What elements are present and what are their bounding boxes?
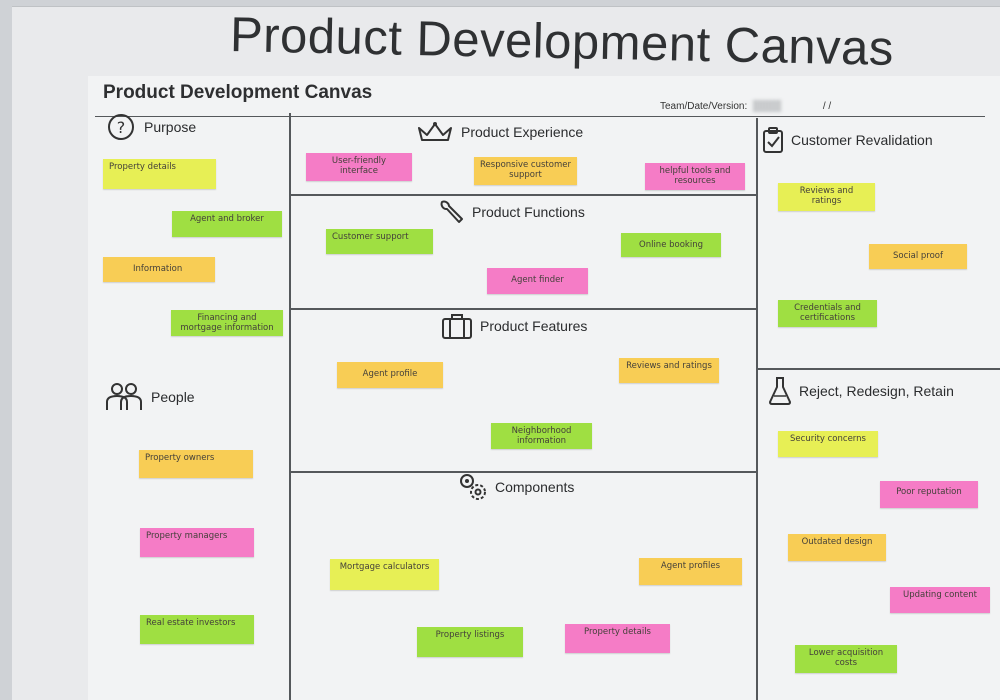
sticky-note[interactable]: Reviews and ratings [778, 183, 875, 211]
section-product-functions-label: Product Functions [472, 204, 585, 220]
meta-value-blurred: ████ [750, 101, 821, 112]
sticky-note-text: Lower acquisition costs [808, 648, 884, 668]
section-purpose-label: Purpose [144, 119, 197, 135]
svg-text:?: ? [117, 118, 126, 137]
sticky-note[interactable]: Agent and broker [172, 211, 282, 237]
divider-functions [290, 308, 756, 310]
sticky-note-text: Responsive customer support [480, 160, 571, 180]
divider-experience [290, 194, 756, 196]
section-purpose: ? Purpose [105, 113, 196, 141]
sticky-note[interactable]: Property owners [139, 450, 253, 478]
sticky-note-text: Poor reputation [896, 487, 962, 497]
divider-revalidation [757, 368, 1000, 370]
section-people-label: People [151, 389, 195, 405]
section-reject-redesign-retain: Reject, Redesign, Retain [768, 376, 954, 406]
sticky-note-text: Online booking [639, 240, 703, 250]
sticky-note-text: Credentials and certifications [794, 303, 861, 323]
section-components: Components [458, 472, 574, 502]
sticky-note-text: Agent profiles [660, 561, 721, 571]
section-product-features-label: Product Features [480, 318, 588, 334]
sticky-note[interactable]: Outdated design [788, 534, 886, 561]
section-product-features: Product Features [441, 312, 587, 340]
sticky-note[interactable]: Customer support [326, 229, 433, 254]
sticky-note[interactable]: helpful tools and resources [645, 163, 745, 190]
briefcase-icon [442, 314, 472, 339]
sticky-note-text: Reviews and ratings [626, 361, 712, 371]
sticky-note[interactable]: Property details [565, 624, 670, 653]
section-product-experience: Product Experience [416, 120, 583, 144]
sticky-note-text: Security concerns [790, 434, 866, 444]
section-customer-revalidation: Customer Revalidation [762, 126, 933, 154]
sticky-note[interactable]: Mortgage calculators [330, 559, 439, 590]
sticky-note-text: Social proof [893, 251, 943, 261]
team-date-version: Team/Date/Version: ████ / / [660, 101, 831, 112]
sticky-note-text: Financing and mortgage information [180, 313, 274, 333]
sticky-note[interactable]: Poor reputation [880, 481, 978, 508]
sticky-note[interactable]: Credentials and certifications [778, 300, 877, 327]
divider-left [289, 113, 291, 700]
flask-icon [769, 377, 791, 405]
sticky-note[interactable]: User-friendly interface [306, 153, 412, 181]
sticky-note-text: Property details [584, 627, 651, 637]
wrench-icon [440, 200, 463, 223]
sticky-note[interactable]: Reviews and ratings [619, 358, 719, 383]
sticky-note[interactable]: Information [103, 257, 215, 282]
divider-top [95, 116, 985, 117]
section-people: People [104, 382, 195, 412]
sticky-note-text: Agent profile [362, 369, 418, 379]
sticky-note-text: Neighborhood information [511, 426, 572, 446]
sticky-note[interactable]: Agent finder [487, 268, 588, 294]
sticky-note-text: Agent finder [511, 275, 564, 285]
sticky-note[interactable]: Lower acquisition costs [795, 645, 897, 673]
sticky-note-text: Updating content [903, 590, 977, 600]
sticky-note-text: Property listings [435, 630, 505, 640]
sticky-note[interactable]: Responsive customer support [474, 157, 577, 185]
sticky-note-text: Property managers [146, 531, 228, 541]
divider-right [756, 118, 758, 700]
question-circle-icon: ? [108, 114, 134, 140]
crown-icon [418, 122, 452, 141]
sticky-note[interactable]: Property details [103, 159, 216, 189]
sticky-note[interactable]: Online booking [621, 233, 721, 257]
sticky-note[interactable]: Real estate investors [140, 615, 254, 644]
section-product-functions: Product Functions [437, 198, 585, 226]
sticky-note-text: Property details [109, 162, 176, 172]
sticky-note[interactable]: Social proof [869, 244, 967, 269]
divider-features [290, 471, 756, 473]
section-components-label: Components [495, 479, 575, 495]
sticky-note-text: helpful tools and resources [659, 166, 731, 186]
section-reject-redesign-retain-label: Reject, Redesign, Retain [799, 383, 954, 399]
sticky-note[interactable]: Financing and mortgage information [171, 310, 283, 336]
sticky-note[interactable]: Agent profiles [639, 558, 742, 585]
sticky-note-text: Mortgage calculators [339, 562, 430, 572]
meta-separators: / / [822, 101, 832, 112]
section-customer-revalidation-label: Customer Revalidation [791, 132, 933, 148]
checklist-icon [763, 127, 783, 153]
sticky-note[interactable]: Neighborhood information [491, 423, 592, 449]
sticky-note[interactable]: Property managers [140, 528, 254, 557]
meta-label: Team/Date/Version: [660, 101, 748, 112]
sticky-note[interactable]: Agent profile [337, 362, 443, 388]
sticky-note-text: Reviews and ratings [799, 186, 854, 206]
sticky-note-text: Customer support [332, 232, 409, 242]
sticky-note-text: Agent and broker [190, 214, 264, 224]
canvas-title: Product Development Canvas [103, 82, 373, 103]
sticky-note-text: Information [133, 264, 183, 274]
sticky-note-text: Outdated design [801, 537, 873, 547]
sticky-note-text: User-friendly interface [331, 156, 387, 176]
sticky-note-text: Property owners [145, 453, 215, 463]
sticky-note-text: Real estate investors [146, 618, 236, 628]
sticky-note[interactable]: Property listings [417, 627, 523, 657]
sticky-note[interactable]: Updating content [890, 587, 990, 613]
people-icon [106, 383, 142, 410]
gears-icon [460, 474, 486, 500]
sticky-note[interactable]: Security concerns [778, 431, 878, 457]
section-product-experience-label: Product Experience [461, 124, 584, 140]
